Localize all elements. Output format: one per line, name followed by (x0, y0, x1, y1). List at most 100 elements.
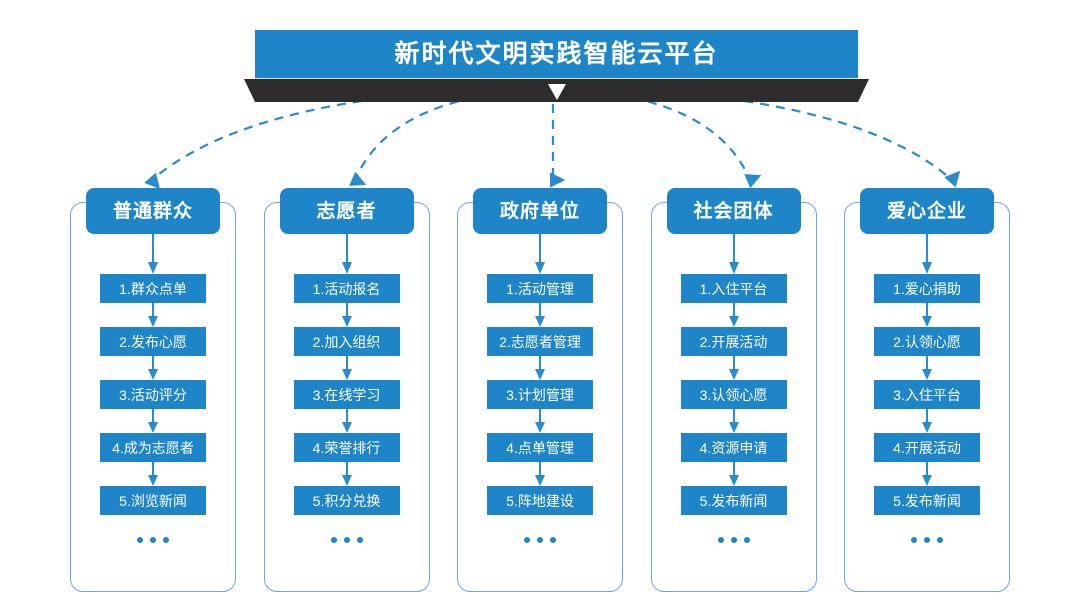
list-item[interactable]: 3.在线学习 (293, 380, 400, 409)
item-label: 1.活动报名 (312, 280, 381, 297)
arrow-down-icon (341, 303, 352, 327)
item-label: 2.加入组织 (312, 333, 381, 350)
item-label: 3.认领心愿 (699, 386, 768, 403)
item-label: 3.计划管理 (506, 386, 574, 403)
arrow-down-icon (341, 356, 352, 380)
item-label: 4.点单管理 (506, 439, 574, 456)
column-header-2[interactable]: 志愿者 (279, 188, 414, 234)
item-label: 3.在线学习 (312, 386, 381, 403)
list-item[interactable]: 4.成为志愿者 (100, 433, 206, 462)
item-label: 4.成为志愿者 (112, 439, 194, 456)
role-column-1: 普通群众 1.群众点单 2.发布心愿 (70, 188, 236, 592)
arrow-down-icon (535, 462, 545, 486)
arrow-down-icon (148, 234, 158, 274)
arrow-down-icon (922, 303, 932, 327)
list-item[interactable]: 4.资源申请 (680, 433, 787, 462)
list-item[interactable]: 5.浏览新闻 (100, 486, 206, 515)
role-column-5: 爱心企业 1.爱心捐助 2.认领心愿 (844, 188, 1010, 592)
more-items-indicator (330, 535, 363, 545)
arrow-down-icon (535, 303, 545, 327)
item-label: 1.活动管理 (506, 280, 574, 297)
list-item[interactable]: 3.活动评分 (100, 380, 206, 409)
list-item[interactable]: 2.认领心愿 (874, 327, 980, 356)
arrow-down-icon (922, 234, 932, 274)
column-body: 1.爱心捐助 2.认领心愿 3.入住平台 (844, 234, 1010, 545)
list-item[interactable]: 3.计划管理 (487, 380, 593, 409)
list-item[interactable]: 2.发布心愿 (100, 327, 206, 356)
page-title: 新时代文明实践智能云平台 (394, 39, 719, 68)
more-items-indicator (911, 535, 943, 545)
column-header-5[interactable]: 爱心企业 (860, 188, 994, 234)
item-label: 3.入住平台 (893, 386, 961, 403)
list-item[interactable]: 2.开展活动 (680, 327, 787, 356)
arrow-down-icon (728, 234, 739, 274)
arrow-down-icon (922, 462, 932, 486)
list-item[interactable]: 1.活动报名 (293, 274, 400, 303)
item-label: 4.开展活动 (893, 439, 961, 456)
arrow-down-icon (728, 409, 739, 433)
arrow-down-icon (341, 234, 352, 274)
column-header-label: 志愿者 (316, 200, 377, 222)
list-item[interactable]: 4.开展活动 (874, 433, 980, 462)
more-items-indicator (717, 535, 750, 545)
platform-title-banner: 新时代文明实践智能云平台 (244, 30, 869, 102)
item-label: 5.发布新闻 (699, 492, 768, 509)
role-columns: 普通群众 1.群众点单 2.发布心愿 (0, 188, 1080, 592)
role-column-4: 社会团体 1.入住平台 2.开展活动 (650, 188, 817, 592)
arrow-down-icon (341, 409, 352, 433)
role-column-2: 志愿者 1.活动报名 2.加入组织 (263, 188, 430, 592)
column-body: 1.活动管理 2.志愿者管理 3.计划管理 (457, 234, 623, 545)
list-item[interactable]: 5.发布新闻 (680, 486, 787, 515)
arrow-down-icon (535, 356, 545, 380)
more-items-indicator (137, 535, 169, 545)
item-label: 2.认领心愿 (893, 333, 961, 350)
list-item[interactable]: 1.入住平台 (680, 274, 787, 303)
arrow-down-icon (922, 356, 932, 380)
list-item[interactable]: 3.认领心愿 (680, 380, 787, 409)
arrow-down-icon (148, 409, 158, 433)
item-label: 5.积分兑换 (312, 492, 381, 509)
column-body: 1.入住平台 2.开展活动 3.认领心愿 (651, 234, 817, 545)
list-item[interactable]: 5.积分兑换 (293, 486, 400, 515)
banner-bar: 新时代文明实践智能云平台 (255, 30, 858, 78)
column-header-label: 普通群众 (112, 200, 193, 222)
item-label: 2.志愿者管理 (499, 333, 581, 350)
arrow-down-icon (728, 303, 739, 327)
column-header-1[interactable]: 普通群众 (86, 188, 220, 234)
column-header-label: 政府单位 (499, 200, 580, 222)
item-label: 5.阵地建设 (506, 492, 574, 509)
column-header-4[interactable]: 社会团体 (666, 188, 801, 234)
list-item[interactable]: 1.群众点单 (100, 274, 206, 303)
arrow-down-icon (148, 462, 158, 486)
arrow-down-icon (728, 356, 739, 380)
item-label: 5.浏览新闻 (119, 492, 187, 509)
list-item[interactable]: 3.入住平台 (874, 380, 980, 409)
column-header-label: 社会团体 (693, 200, 774, 222)
item-label: 5.发布新闻 (893, 492, 961, 509)
list-item[interactable]: 5.发布新闻 (874, 486, 980, 515)
arrow-down-icon (148, 303, 158, 327)
arrow-down-icon (728, 462, 739, 486)
item-label: 4.荣誉排行 (312, 439, 381, 456)
arrow-down-icon (148, 356, 158, 380)
list-item[interactable]: 4.点单管理 (487, 433, 593, 462)
list-item[interactable]: 2.加入组织 (293, 327, 400, 356)
arrow-down-icon (535, 409, 545, 433)
item-label: 1.群众点单 (119, 280, 187, 297)
item-label: 4.资源申请 (699, 439, 768, 456)
item-label: 2.开展活动 (699, 333, 768, 350)
arrow-down-icon (535, 234, 545, 274)
column-body: 1.活动报名 2.加入组织 3.在线学习 (264, 234, 430, 545)
list-item[interactable]: 4.荣誉排行 (293, 433, 400, 462)
column-header-label: 爱心企业 (886, 200, 967, 222)
chevron-down-icon (547, 84, 566, 100)
list-item[interactable]: 1.爱心捐助 (874, 274, 980, 303)
column-header-3[interactable]: 政府单位 (473, 188, 607, 234)
list-item[interactable]: 1.活动管理 (487, 274, 593, 303)
item-label: 1.入住平台 (699, 280, 768, 297)
list-item[interactable]: 5.阵地建设 (487, 486, 593, 515)
column-body: 1.群众点单 2.发布心愿 3.活动评分 (70, 234, 236, 545)
arrow-down-icon (341, 462, 352, 486)
list-item[interactable]: 2.志愿者管理 (487, 327, 593, 356)
